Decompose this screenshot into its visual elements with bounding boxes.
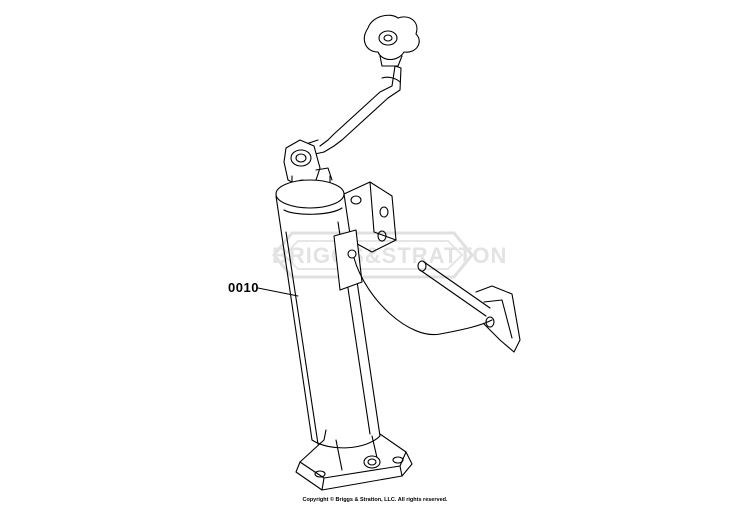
foot-plate	[295, 429, 413, 491]
callout-leader-line	[257, 287, 299, 297]
crank-handle	[295, 65, 402, 157]
callout-label-0010: 0010	[228, 280, 259, 295]
brand-watermark: BRIGGS&STRATTON	[272, 243, 508, 268]
mount-bracket	[333, 181, 397, 291]
crank-knob	[363, 14, 420, 67]
brand-watermark-frame	[272, 231, 474, 279]
jack-tube	[275, 179, 381, 449]
lanyard-cable	[353, 257, 493, 336]
copyright-notice: Copyright © Briggs & Stratton, LLC. All …	[302, 497, 448, 503]
lock-pin	[417, 260, 521, 353]
